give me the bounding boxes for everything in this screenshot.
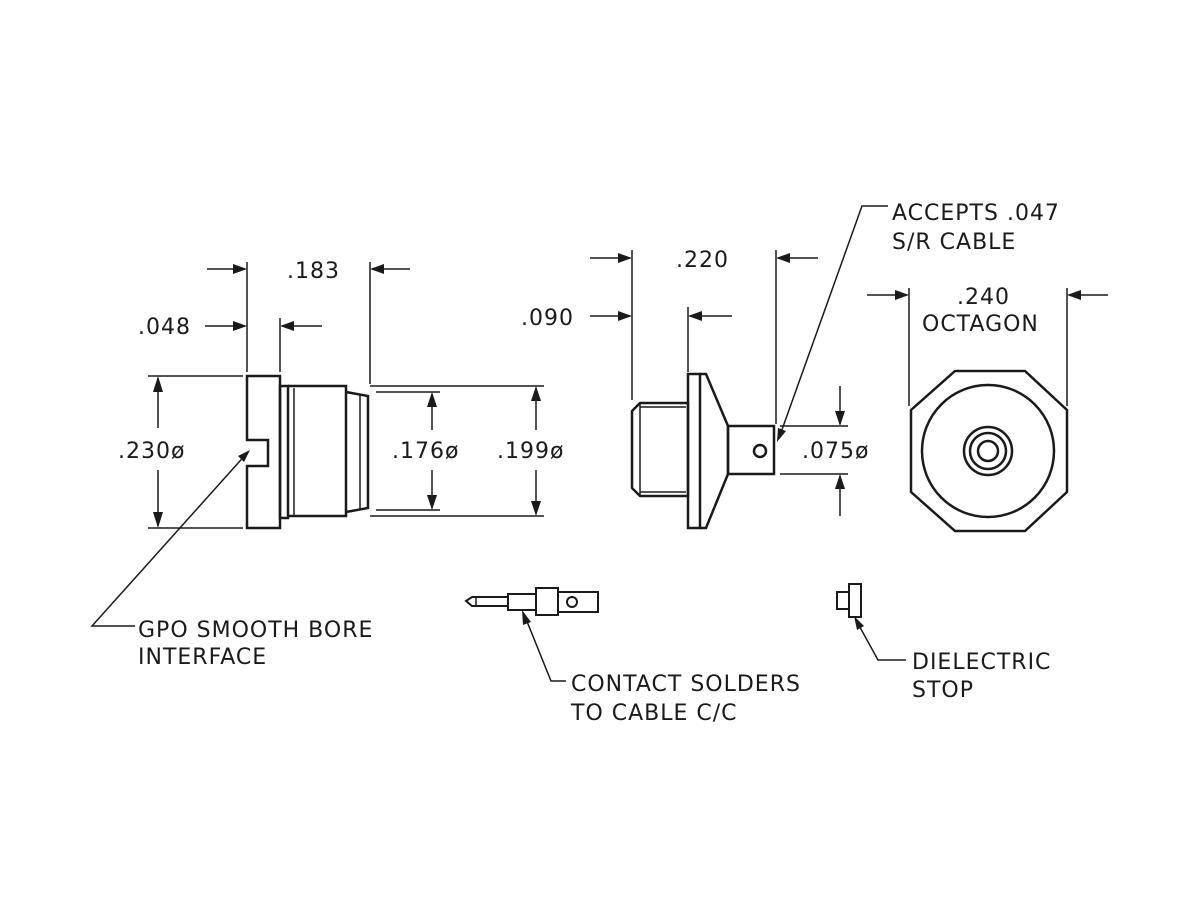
dimension-048: .048 <box>138 315 322 372</box>
gpo-callout: GPO SMOOTH BORE INTERFACE <box>90 450 373 670</box>
gpo-body-part <box>245 374 370 530</box>
dielectric-callout: DIELECTRIC STOP <box>854 616 1051 703</box>
octagon-end-view <box>909 369 1069 533</box>
dielectric-callout-line2: STOP <box>912 678 974 703</box>
dim-octagon-label: OCTAGON <box>922 312 1039 337</box>
dim-075-label: .075ø <box>802 439 869 464</box>
dim-183-label: .183 <box>287 259 340 284</box>
contact-callout-line1: CONTACT SOLDERS <box>571 672 801 697</box>
dimension-220: .220 <box>590 248 818 424</box>
dim-240-label: .240 <box>957 285 1010 310</box>
contact-callout-line2: TO CABLE C/C <box>570 701 738 726</box>
gpo-callout-line1: GPO SMOOTH BORE <box>138 618 373 643</box>
accepts-callout-line2: S/R CABLE <box>892 230 1016 255</box>
contact-callout: CONTACT SOLDERS TO CABLE C/C <box>522 610 801 726</box>
gpo-callout-line2: INTERFACE <box>138 645 267 670</box>
dim-230-label: .230ø <box>118 439 185 464</box>
dielectric-callout-line1: DIELECTRIC <box>912 650 1051 675</box>
accepts-callout: ACCEPTS .047 S/R CABLE <box>777 201 1060 442</box>
dimension-199: .199ø <box>370 385 564 517</box>
cable-body-part <box>630 372 776 530</box>
dielectric-stop-part <box>836 583 862 618</box>
dimension-176: .176ø <box>376 391 459 511</box>
accepts-callout-line1: ACCEPTS .047 <box>892 201 1060 226</box>
dimension-183: .183 <box>207 259 410 384</box>
dim-090-label: .090 <box>521 306 574 331</box>
dimension-090: .090 <box>521 306 732 372</box>
dim-220-label: .220 <box>676 248 729 273</box>
dimension-230: .230ø <box>118 375 243 529</box>
dimension-075: .075ø <box>780 386 869 516</box>
dim-199-label: .199ø <box>497 439 564 464</box>
dimension-240: .240 OCTAGON <box>867 285 1108 406</box>
dim-176-label: .176ø <box>392 439 459 464</box>
dim-048-label: .048 <box>138 315 191 340</box>
contact-pin-part <box>464 587 599 616</box>
